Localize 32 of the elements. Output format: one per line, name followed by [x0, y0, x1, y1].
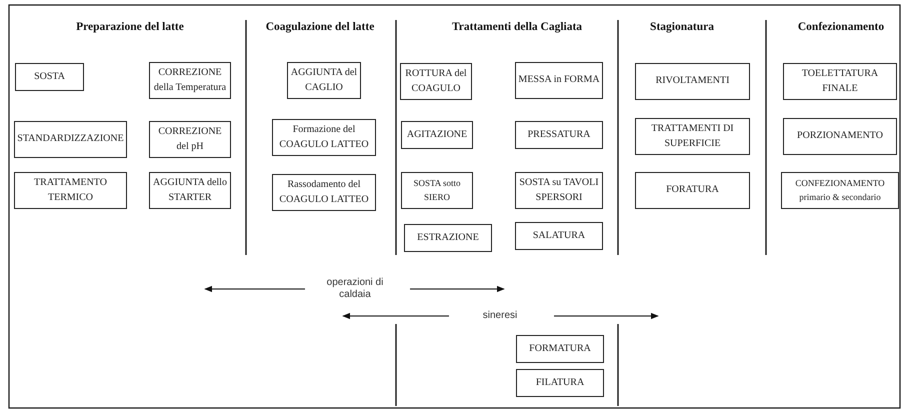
process-box: SOSTA su TAVOLI SPERSORI	[515, 172, 603, 209]
process-box: CORREZIONE del pH	[149, 121, 231, 158]
process-box: PORZIONAMENTO	[783, 118, 897, 155]
process-box: Formazione del COAGULO LATTEO	[272, 119, 376, 156]
column-heading: Confezionamento	[798, 21, 884, 33]
process-box: AGGIUNTA dello STARTER	[149, 172, 231, 209]
process-box: ROTTURA del COAGULO	[400, 63, 472, 100]
process-box: TRATTAMENTI DI SUPERFICIE	[635, 118, 750, 155]
process-box: AGGIUNTA del CAGLIO	[287, 62, 361, 99]
process-box: AGITAZIONE	[401, 121, 473, 149]
process-box: Rassodamento del COAGULO LATTEO	[272, 174, 376, 211]
process-box: FORATURA	[635, 172, 750, 209]
process-box: SOSTA sotto SIERO	[401, 172, 473, 209]
process-box: SOSTA	[15, 63, 84, 91]
process-box: PRESSATURA	[515, 121, 603, 149]
process-box: CORREZIONE della Temperatura	[149, 62, 231, 99]
process-box: SALATURA	[515, 222, 603, 250]
column-heading: Preparazione del latte	[76, 21, 184, 33]
process-box: CONFEZIONAMENTO primario & secondario	[781, 172, 899, 209]
column-heading: Coagulazione del latte	[266, 21, 374, 33]
column-heading: Stagionatura	[650, 21, 714, 33]
range-label: operazioni di caldaia	[326, 277, 384, 301]
process-box: TOELETTATURA FINALE	[783, 63, 897, 100]
process-box: STANDARDIZZAZIONE	[14, 121, 127, 158]
range-label: sineresi	[482, 310, 518, 322]
process-box: TRATTAMENTO TERMICO	[14, 172, 127, 209]
process-box: FORMATURA	[516, 335, 604, 363]
process-box: MESSA in FORMA	[515, 62, 603, 99]
process-box: RIVOLTAMENTI	[635, 63, 750, 100]
process-box: FILATURA	[516, 369, 604, 397]
column-heading: Trattamenti della Cagliata	[452, 21, 582, 33]
process-box: ESTRAZIONE	[404, 224, 492, 252]
